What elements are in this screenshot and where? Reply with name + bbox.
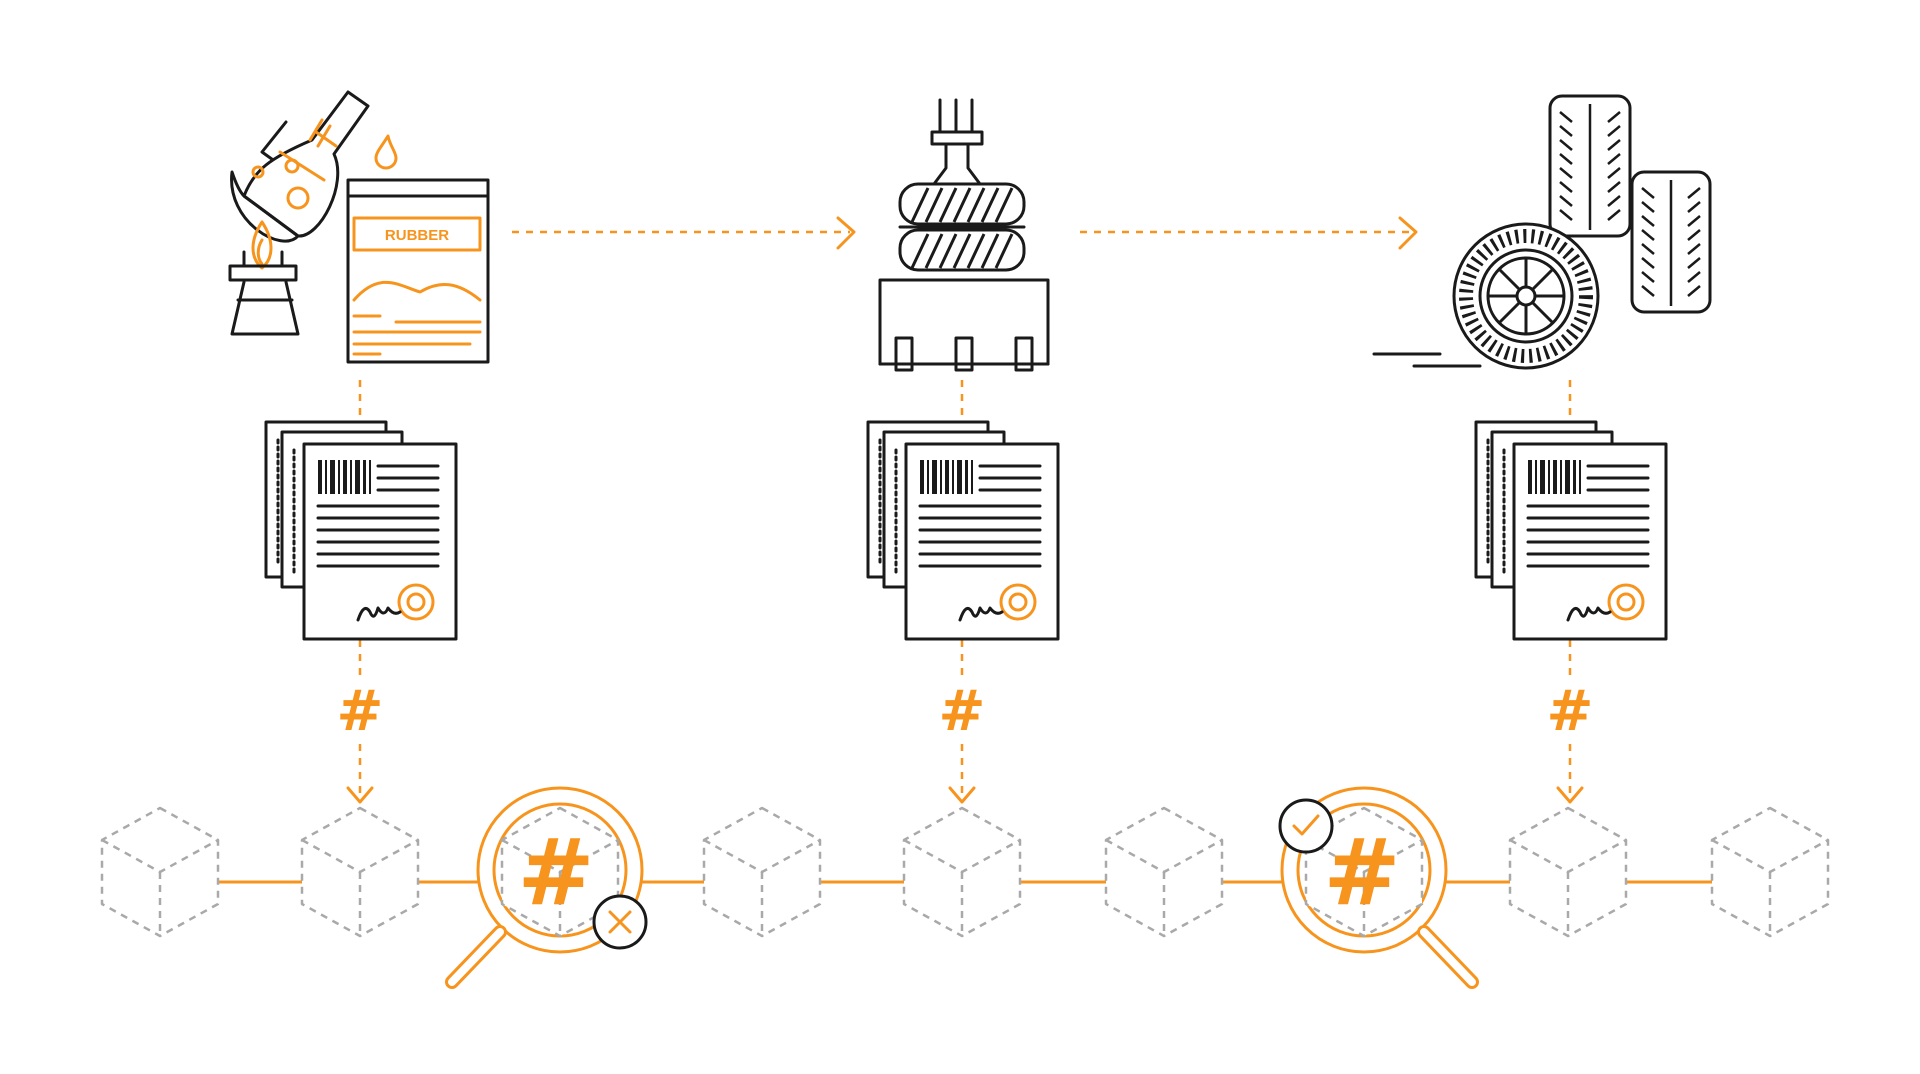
flow-arrow-1 <box>512 216 856 250</box>
block-6 <box>1104 806 1224 938</box>
block-9 <box>1710 806 1830 938</box>
tire-press-machine-icon <box>878 98 1050 372</box>
block-4 <box>702 806 822 938</box>
connector-stage-1 <box>346 380 374 804</box>
certificate-document-icon <box>264 420 458 641</box>
block-2 <box>300 806 420 938</box>
hash-symbol: # <box>1547 679 1594 744</box>
raw-materials-lab-icon: RUBBER <box>228 90 490 364</box>
flow-arrow-2 <box>1080 216 1418 250</box>
x-mark-icon <box>608 910 632 934</box>
block-5 <box>902 806 1022 938</box>
verification-success-magnifier: # <box>1278 786 1479 989</box>
verification-failed-magnifier: # <box>445 786 648 989</box>
hash-symbol-large: # <box>517 819 594 926</box>
rubber-bag-icon: RUBBER <box>346 178 490 364</box>
finished-tires-icon <box>1372 94 1712 370</box>
check-mark-icon <box>1292 814 1320 836</box>
rubber-label: RUBBER <box>385 227 449 244</box>
flask-icon <box>230 90 370 243</box>
blockchain <box>100 806 1830 938</box>
hash-symbol: # <box>939 679 986 744</box>
connector-stage-3 <box>1556 380 1584 804</box>
certificate-document-icon <box>1474 420 1668 641</box>
block-8 <box>1508 806 1628 938</box>
burner-icon <box>228 220 300 336</box>
hash-symbol-large: # <box>1323 819 1400 926</box>
block-1 <box>100 806 220 938</box>
connector-stage-2 <box>948 380 976 804</box>
hash-symbol: # <box>337 679 384 744</box>
certificate-document-icon <box>866 420 1060 641</box>
